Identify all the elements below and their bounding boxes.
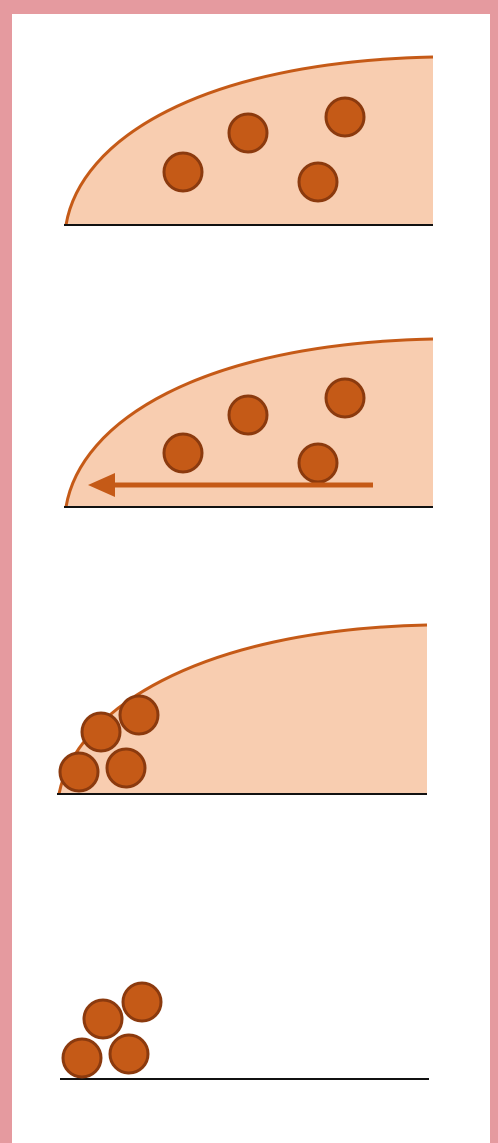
particle — [299, 163, 337, 201]
particle — [326, 98, 364, 136]
particle — [299, 444, 337, 482]
particle — [107, 749, 145, 787]
panel-1 — [64, 57, 433, 225]
particle — [123, 983, 161, 1021]
particle — [110, 1035, 148, 1073]
particle — [164, 434, 202, 472]
particle — [120, 696, 158, 734]
particle — [63, 1039, 101, 1077]
particle — [326, 379, 364, 417]
particle — [84, 1000, 122, 1038]
panel-3 — [57, 625, 427, 794]
panel-4 — [60, 983, 429, 1079]
particle — [229, 396, 267, 434]
panel-2 — [64, 339, 433, 507]
particle — [164, 153, 202, 191]
particle — [60, 753, 98, 791]
particle — [82, 713, 120, 751]
particle — [229, 114, 267, 152]
